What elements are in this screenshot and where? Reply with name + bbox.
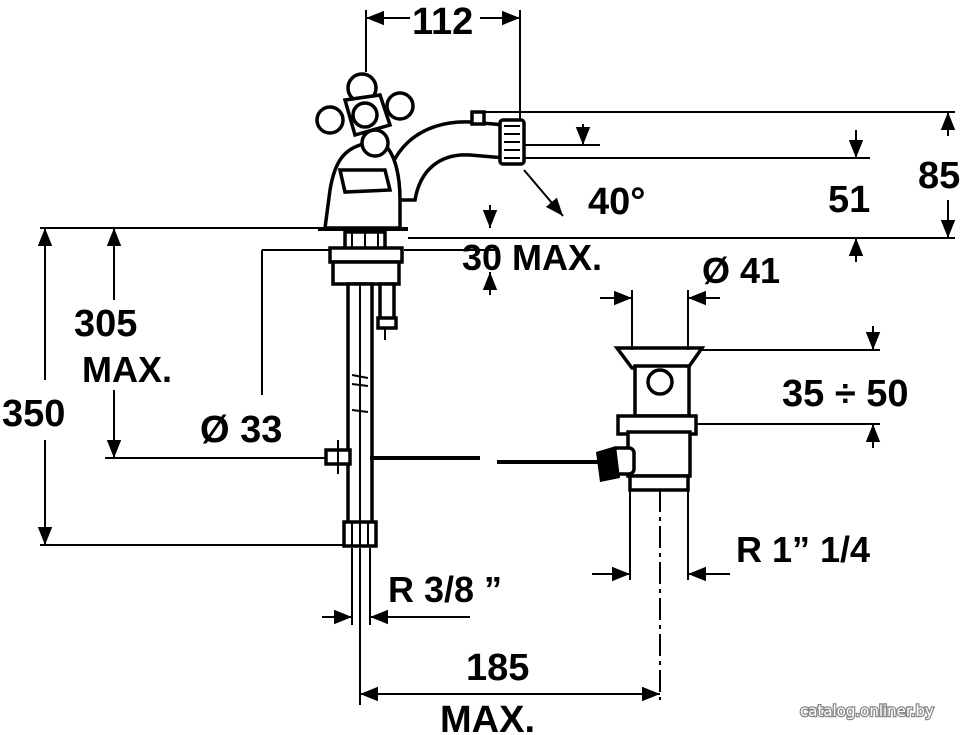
- dim-30-max: 30 MAX.: [462, 237, 602, 278]
- dim-305: 305: [74, 303, 137, 345]
- popup-waste: [370, 346, 706, 492]
- dim-305-max-label: MAX.: [82, 349, 172, 390]
- supply-tails: [324, 230, 404, 548]
- dim-51: 51: [828, 179, 870, 221]
- dim-thread-r-3-8: R 3/8 ”: [388, 569, 502, 610]
- watermark: catalog.onliner.by: [800, 702, 934, 720]
- dim-185: 185: [466, 647, 529, 689]
- dimension-lines: [37, 10, 956, 705]
- dim-35-50: 35 ÷ 50: [782, 373, 909, 415]
- dim-185-max-label: MAX.: [440, 699, 535, 735]
- dim-85: 85: [918, 155, 960, 197]
- dim-thread-r-1-1-4: R 1” 1/4: [736, 529, 870, 570]
- dim-angle-40: 40°: [588, 181, 645, 223]
- dim-diameter-33: Ø 33: [200, 409, 282, 451]
- dim-350: 350: [2, 393, 65, 435]
- dim-diameter-41: Ø 41: [702, 250, 780, 291]
- faucet-body: [315, 72, 526, 231]
- dim-112: 112: [412, 1, 473, 43]
